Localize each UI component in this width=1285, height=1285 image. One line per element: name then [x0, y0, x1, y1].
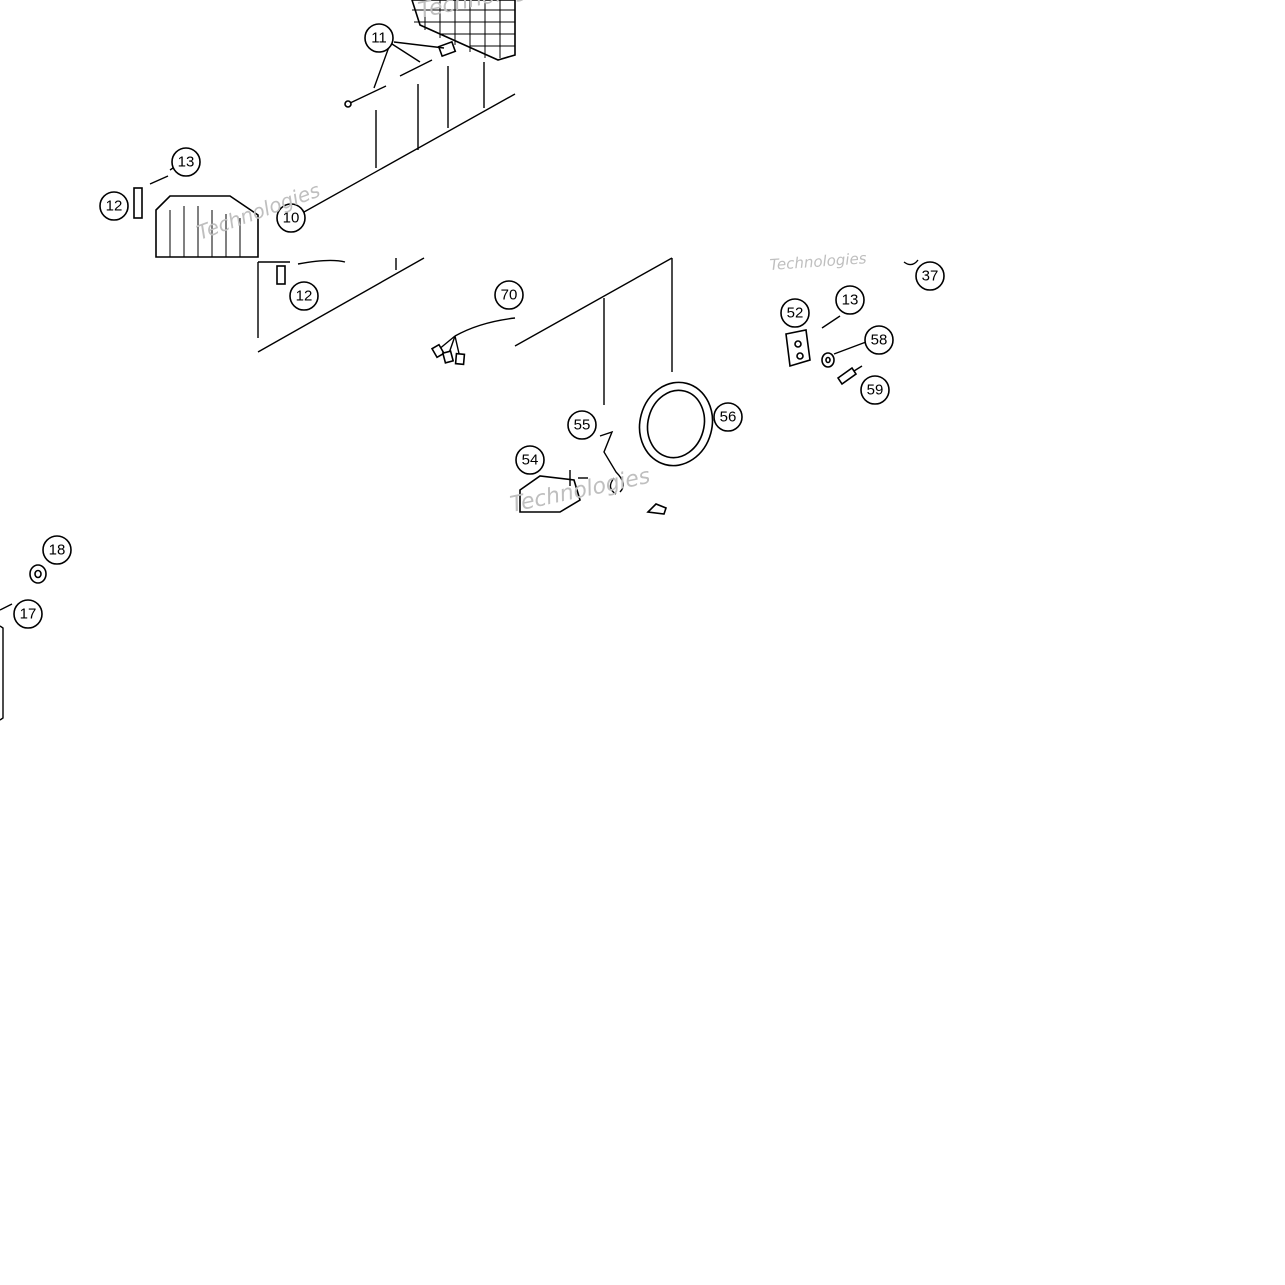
svg-text:54: 54 [522, 452, 539, 469]
callout-52: 52 [780, 298, 810, 328]
bushing [437, 40, 457, 58]
lamp-body-lower [257, 257, 425, 353]
leader-lines-tile2 [514, 257, 673, 405]
screw-short [399, 59, 433, 77]
svg-text:11: 11 [371, 30, 387, 47]
svg-text:10: 10 [283, 210, 300, 227]
bolt-13-left [149, 175, 169, 185]
callout-37: 37 [915, 261, 945, 291]
wire-harness [430, 317, 516, 366]
lamp-housing-top [411, 0, 516, 61]
svg-text:17: 17 [20, 606, 37, 623]
svg-text:52: 52 [787, 305, 804, 322]
screw-long [344, 85, 387, 108]
svg-text:37: 37 [922, 268, 939, 285]
lamp-housing-left [155, 195, 259, 258]
callout-18: 18 [42, 535, 72, 565]
callout-17: 17 [13, 599, 43, 629]
bolt-13-right [821, 315, 841, 329]
watermark-2: Technologies [769, 249, 867, 274]
callout-11: 11 [364, 23, 394, 53]
leader-lines-tile1 [303, 41, 516, 213]
callout-70: 70 [494, 280, 524, 310]
callout-59: 59 [860, 375, 890, 405]
callout-10: 10 [276, 203, 306, 233]
callout-58: 58 [864, 325, 894, 355]
clip-12-left [133, 187, 143, 219]
svg-text:59: 59 [867, 382, 884, 399]
washer-58 [821, 352, 835, 368]
svg-text:12: 12 [106, 198, 123, 215]
callout-55: 55 [567, 410, 597, 440]
callout-13-left: 13 [171, 147, 201, 177]
svg-text:18: 18 [49, 542, 66, 559]
svg-text:56: 56 [720, 409, 737, 426]
grille-hatching [412, 0, 515, 58]
grommet-18 [29, 564, 47, 584]
svg-text:12: 12 [296, 288, 313, 305]
svg-text:70: 70 [501, 287, 518, 304]
callout-12-left: 12 [99, 191, 129, 221]
svg-text:13: 13 [842, 292, 859, 309]
svg-text:13: 13 [178, 154, 195, 171]
svg-text:55: 55 [574, 417, 591, 434]
svg-text:58: 58 [871, 332, 888, 349]
callout-56: 56 [713, 402, 743, 432]
bezel-ring [638, 381, 714, 467]
bracket-52 [785, 329, 811, 368]
callout-12-middle: 12 [289, 281, 319, 311]
callout-13-right: 13 [835, 285, 865, 315]
screw-17 [0, 603, 13, 611]
screw-59 [836, 365, 863, 386]
spring-clip [599, 430, 624, 495]
callout-54: 54 [515, 445, 545, 475]
bulb-socket [519, 470, 588, 513]
